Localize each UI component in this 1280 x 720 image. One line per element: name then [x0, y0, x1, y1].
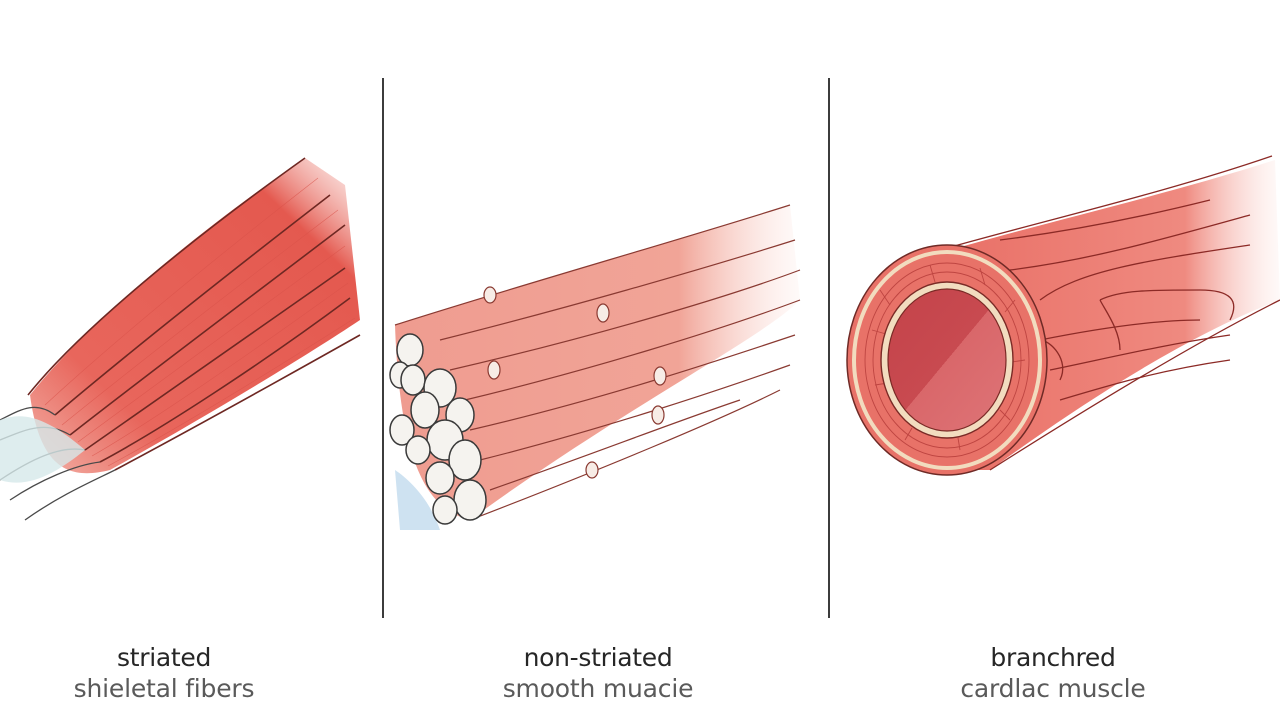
smooth-subtitle: smooth muacie — [502, 674, 694, 703]
skeletal-muscle-drawing — [0, 157, 361, 521]
cardiac-subtitle: cardlac muscle — [960, 674, 1146, 703]
cardiac-muscle-drawing — [846, 155, 1280, 476]
skeletal-subtitle: shieletal fibers — [73, 674, 255, 703]
smooth-title: non-striated — [523, 643, 673, 672]
skeletal-label: striated shieletal fibers — [0, 643, 354, 705]
skeletal-title: striated — [116, 643, 212, 672]
cardiac-label: branchred cardlac muscle — [863, 643, 1243, 705]
panel-divider-left — [382, 78, 384, 618]
smooth-label: non-striated smooth muacie — [408, 643, 788, 705]
cardiac-title: branchred — [990, 643, 1116, 672]
smooth-muscle-drawing — [389, 204, 801, 530]
panel-divider-right — [828, 78, 830, 618]
